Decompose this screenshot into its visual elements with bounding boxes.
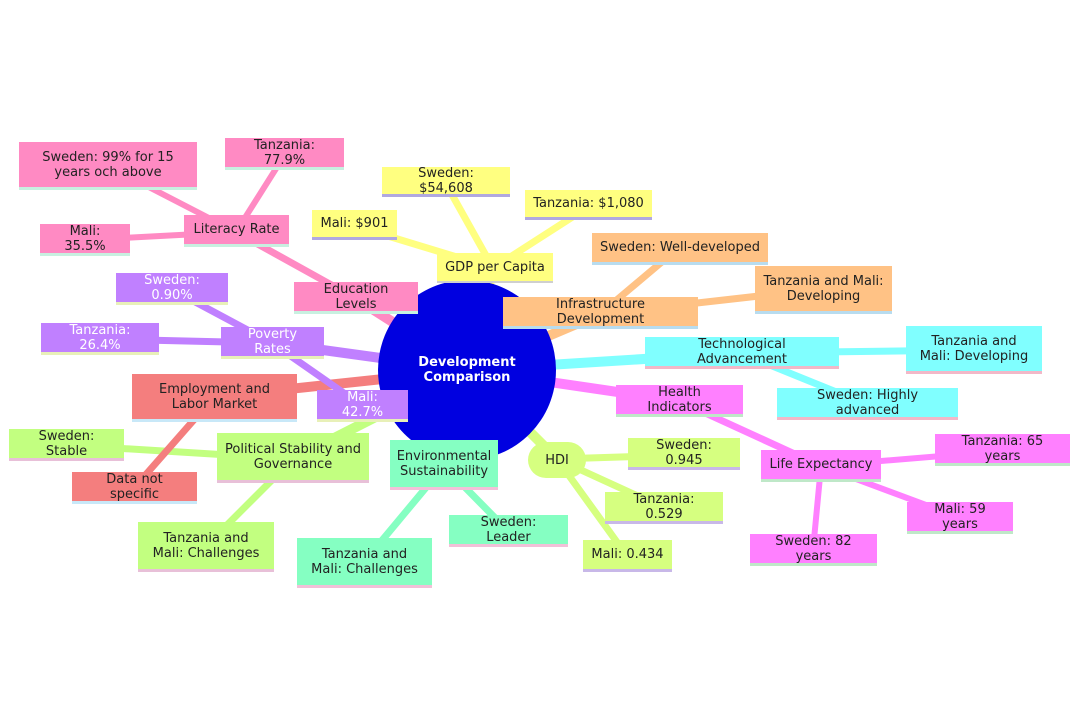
- technology-node: Technological Advancement: [645, 337, 839, 369]
- employment-node: Employment and Labor Market: [132, 374, 297, 422]
- environment-tzml-node: Tanzania and Mali: Challenges: [297, 538, 432, 588]
- life-mali-node: Mali: 59 years: [907, 502, 1013, 534]
- infrastructure-tzml-node: Tanzania and Mali: Developing: [755, 266, 892, 314]
- technology-tzml-node: Tanzania and Mali: Developing: [906, 326, 1042, 374]
- poverty-tanzania-node: Tanzania: 26.4%: [41, 323, 159, 355]
- employment-data-node: Data not specific: [72, 472, 197, 504]
- infrastructure-node: Infrastructure Development: [503, 297, 698, 329]
- technology-sweden-node: Sweden: Highly advanced: [777, 388, 958, 420]
- hdi-node: HDI: [528, 442, 586, 478]
- life-sweden-node: Sweden: 82 years: [750, 534, 877, 566]
- environment-node: Environmental Sustainability: [390, 440, 498, 490]
- gdp-node: GDP per Capita: [437, 253, 553, 283]
- poverty-mali-node: Mali: 42.7%: [317, 390, 408, 422]
- gdp-tanzania-node: Tanzania: $1,080: [525, 190, 652, 220]
- hdi-tanzania-node: Tanzania: 0.529: [605, 492, 723, 524]
- gdp-sweden-node: Sweden: $54,608: [382, 166, 510, 197]
- health-node: Health Indicators: [616, 385, 743, 417]
- literacy-node: Literacy Rate: [184, 215, 289, 247]
- political-node: Political Stability and Governance: [217, 433, 369, 483]
- political-sweden-node: Sweden: Stable: [9, 429, 124, 461]
- life-expectancy-node: Life Expectancy: [761, 450, 881, 482]
- literacy-sweden-node: Sweden: 99% for 15 years och above: [19, 142, 197, 190]
- literacy-mali-node: Mali: 35.5%: [40, 224, 130, 256]
- hdi-sweden-node: Sweden: 0.945: [628, 438, 740, 470]
- hdi-mali-node: Mali: 0.434: [583, 540, 672, 572]
- education-node: Education Levels: [294, 282, 418, 314]
- literacy-tanzania-node: Tanzania: 77.9%: [225, 138, 344, 170]
- infrastructure-sweden-node: Sweden: Well-developed: [592, 233, 768, 265]
- poverty-node: Poverty Rates: [221, 327, 324, 359]
- poverty-sweden-node: Sweden: 0.90%: [116, 273, 228, 305]
- environment-sweden-node: Sweden: Leader: [449, 515, 568, 547]
- gdp-mali-node: Mali: $901: [312, 210, 397, 240]
- life-tanzania-node: Tanzania: 65 years: [935, 434, 1070, 466]
- political-tzml-node: Tanzania and Mali: Challenges: [138, 522, 274, 572]
